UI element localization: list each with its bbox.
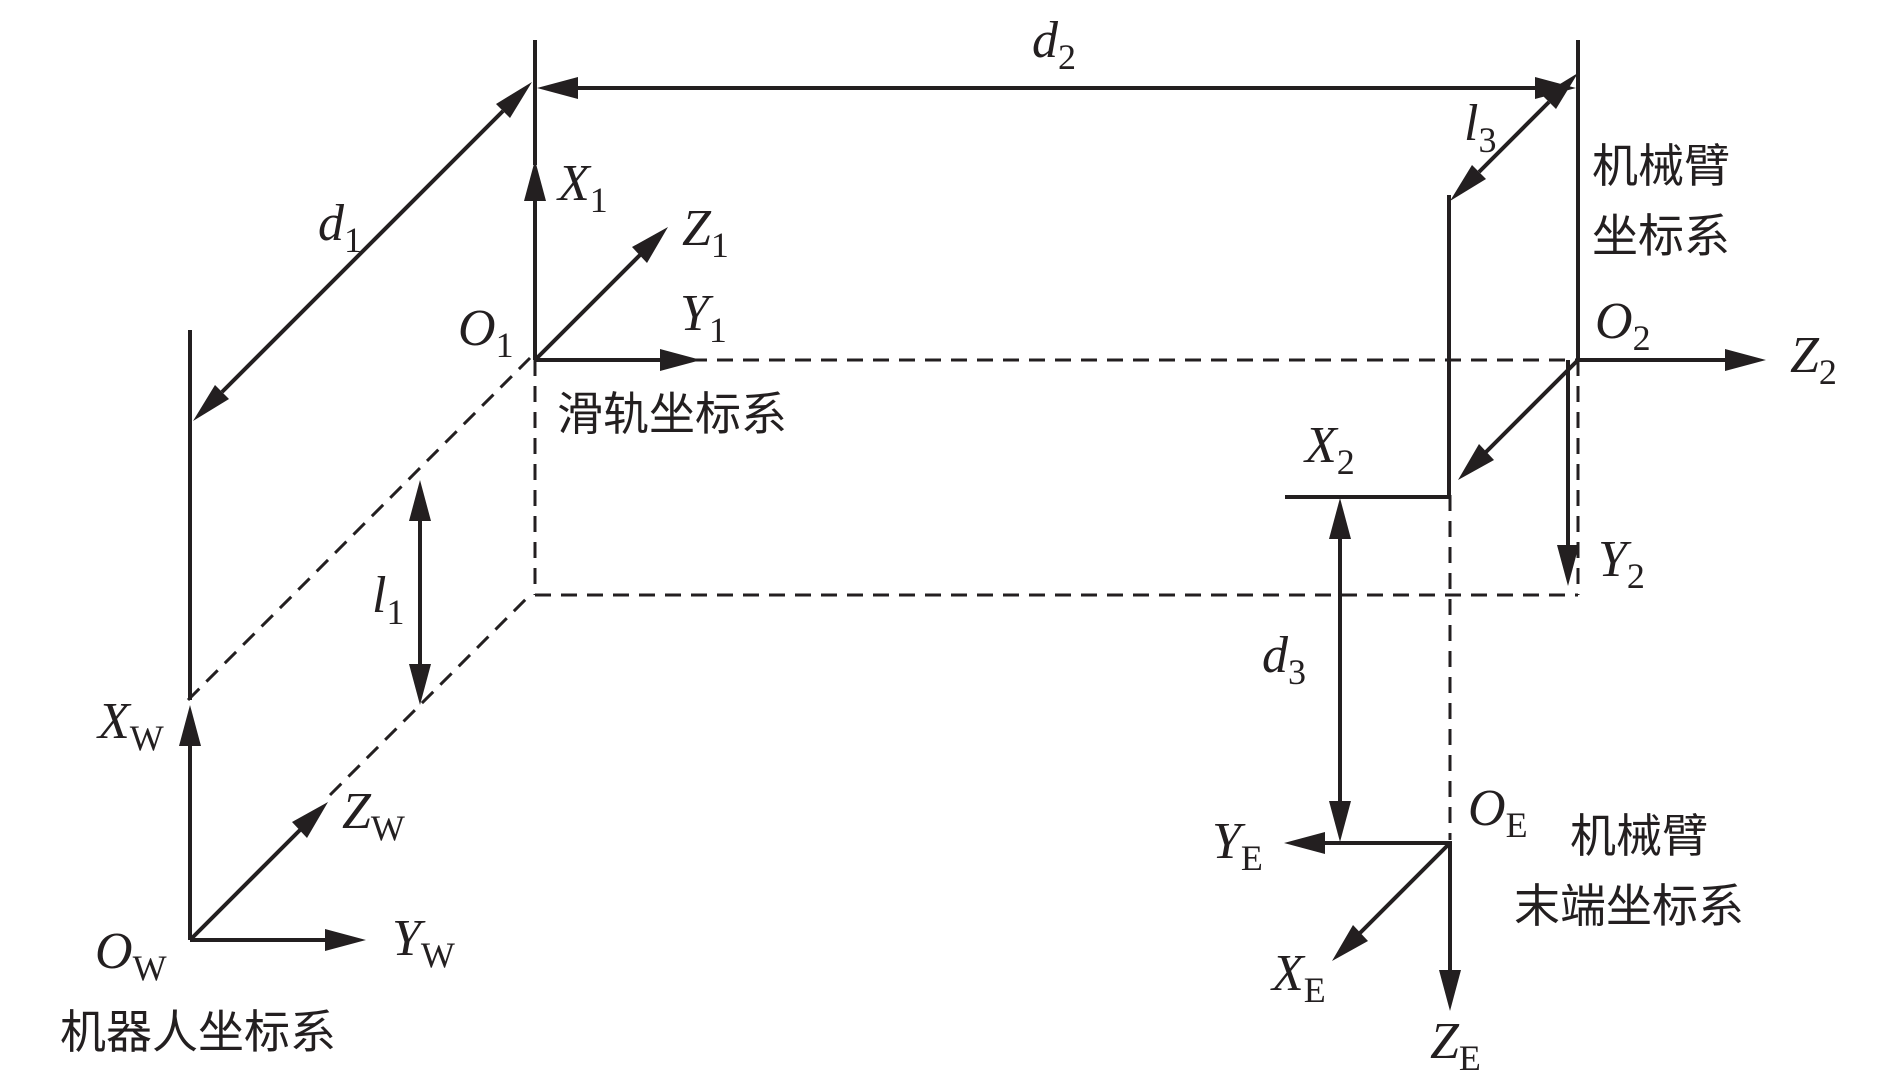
structure-lines [188,40,1580,845]
end-frame-caption-line2: 末端坐标系 [1514,879,1744,933]
d3-label: d3 [1262,627,1306,692]
end-x-axis [1332,841,1452,961]
world-frame: OW XW YW ZW 机器人坐标系 [60,693,455,1059]
rail-origin-label: O1 [458,300,514,365]
end-x-label: XE [1270,945,1326,1010]
end-z-axis [1439,843,1461,1011]
end-origin-label: OE [1468,780,1528,845]
l1-label: l1 [372,567,404,632]
rail-frame-caption: 滑轨坐标系 [557,387,787,441]
world-origin-label: OW [95,923,167,988]
rail-x-axis [524,160,546,360]
world-z-axis [188,802,328,942]
rail-y-axis [535,349,701,371]
arm-frame: O2 Z2 Y2 X2 机械臂 坐标系 [1303,139,1837,596]
arm-x-label: X2 [1303,417,1355,482]
arm-z-axis [1578,349,1766,371]
d1-label: d1 [318,195,362,260]
dashed-construction-lines [186,356,1580,840]
arm-y-axis [1557,360,1579,586]
dimension-l1: l1 [372,480,431,705]
arm-z-label: Z2 [1790,327,1837,392]
rail-x-label: X1 [556,155,608,220]
dimension-d3: d3 [1262,498,1351,842]
end-effector-frame: OE YE XE ZE 机械臂 末端坐标系 [1212,780,1744,1078]
world-z-label: ZW [342,783,405,848]
arm-y-label: Y2 [1598,531,1645,596]
d2-label: d2 [1032,12,1076,77]
arm-frame-caption-line2: 坐标系 [1592,209,1730,263]
end-y-axis [1284,832,1452,854]
end-frame-caption-line1: 机械臂 [1570,809,1708,863]
l3-label: l3 [1464,95,1496,160]
end-z-label: ZE [1430,1013,1481,1078]
arm-frame-caption-line1: 机械臂 [1592,139,1730,193]
rail-z-label: Z1 [682,200,729,265]
arm-x-axis [1458,358,1580,480]
dimension-d1: d1 [193,82,532,421]
world-x-axis [179,705,201,940]
rail-z-axis [533,227,668,362]
world-y-axis [190,929,366,951]
rail-y-label: Y1 [680,285,727,350]
world-frame-caption: 机器人坐标系 [60,1005,336,1059]
rail-frame: O1 X1 Y1 Z1 滑轨坐标系 [458,155,787,441]
end-y-label: YE [1212,813,1263,878]
arm-origin-label: O2 [1595,293,1651,358]
world-x-label: XW [96,693,164,758]
dimension-d2: d2 [537,12,1576,99]
dimension-l3: l3 [1450,73,1578,201]
world-y-label: YW [392,910,455,975]
